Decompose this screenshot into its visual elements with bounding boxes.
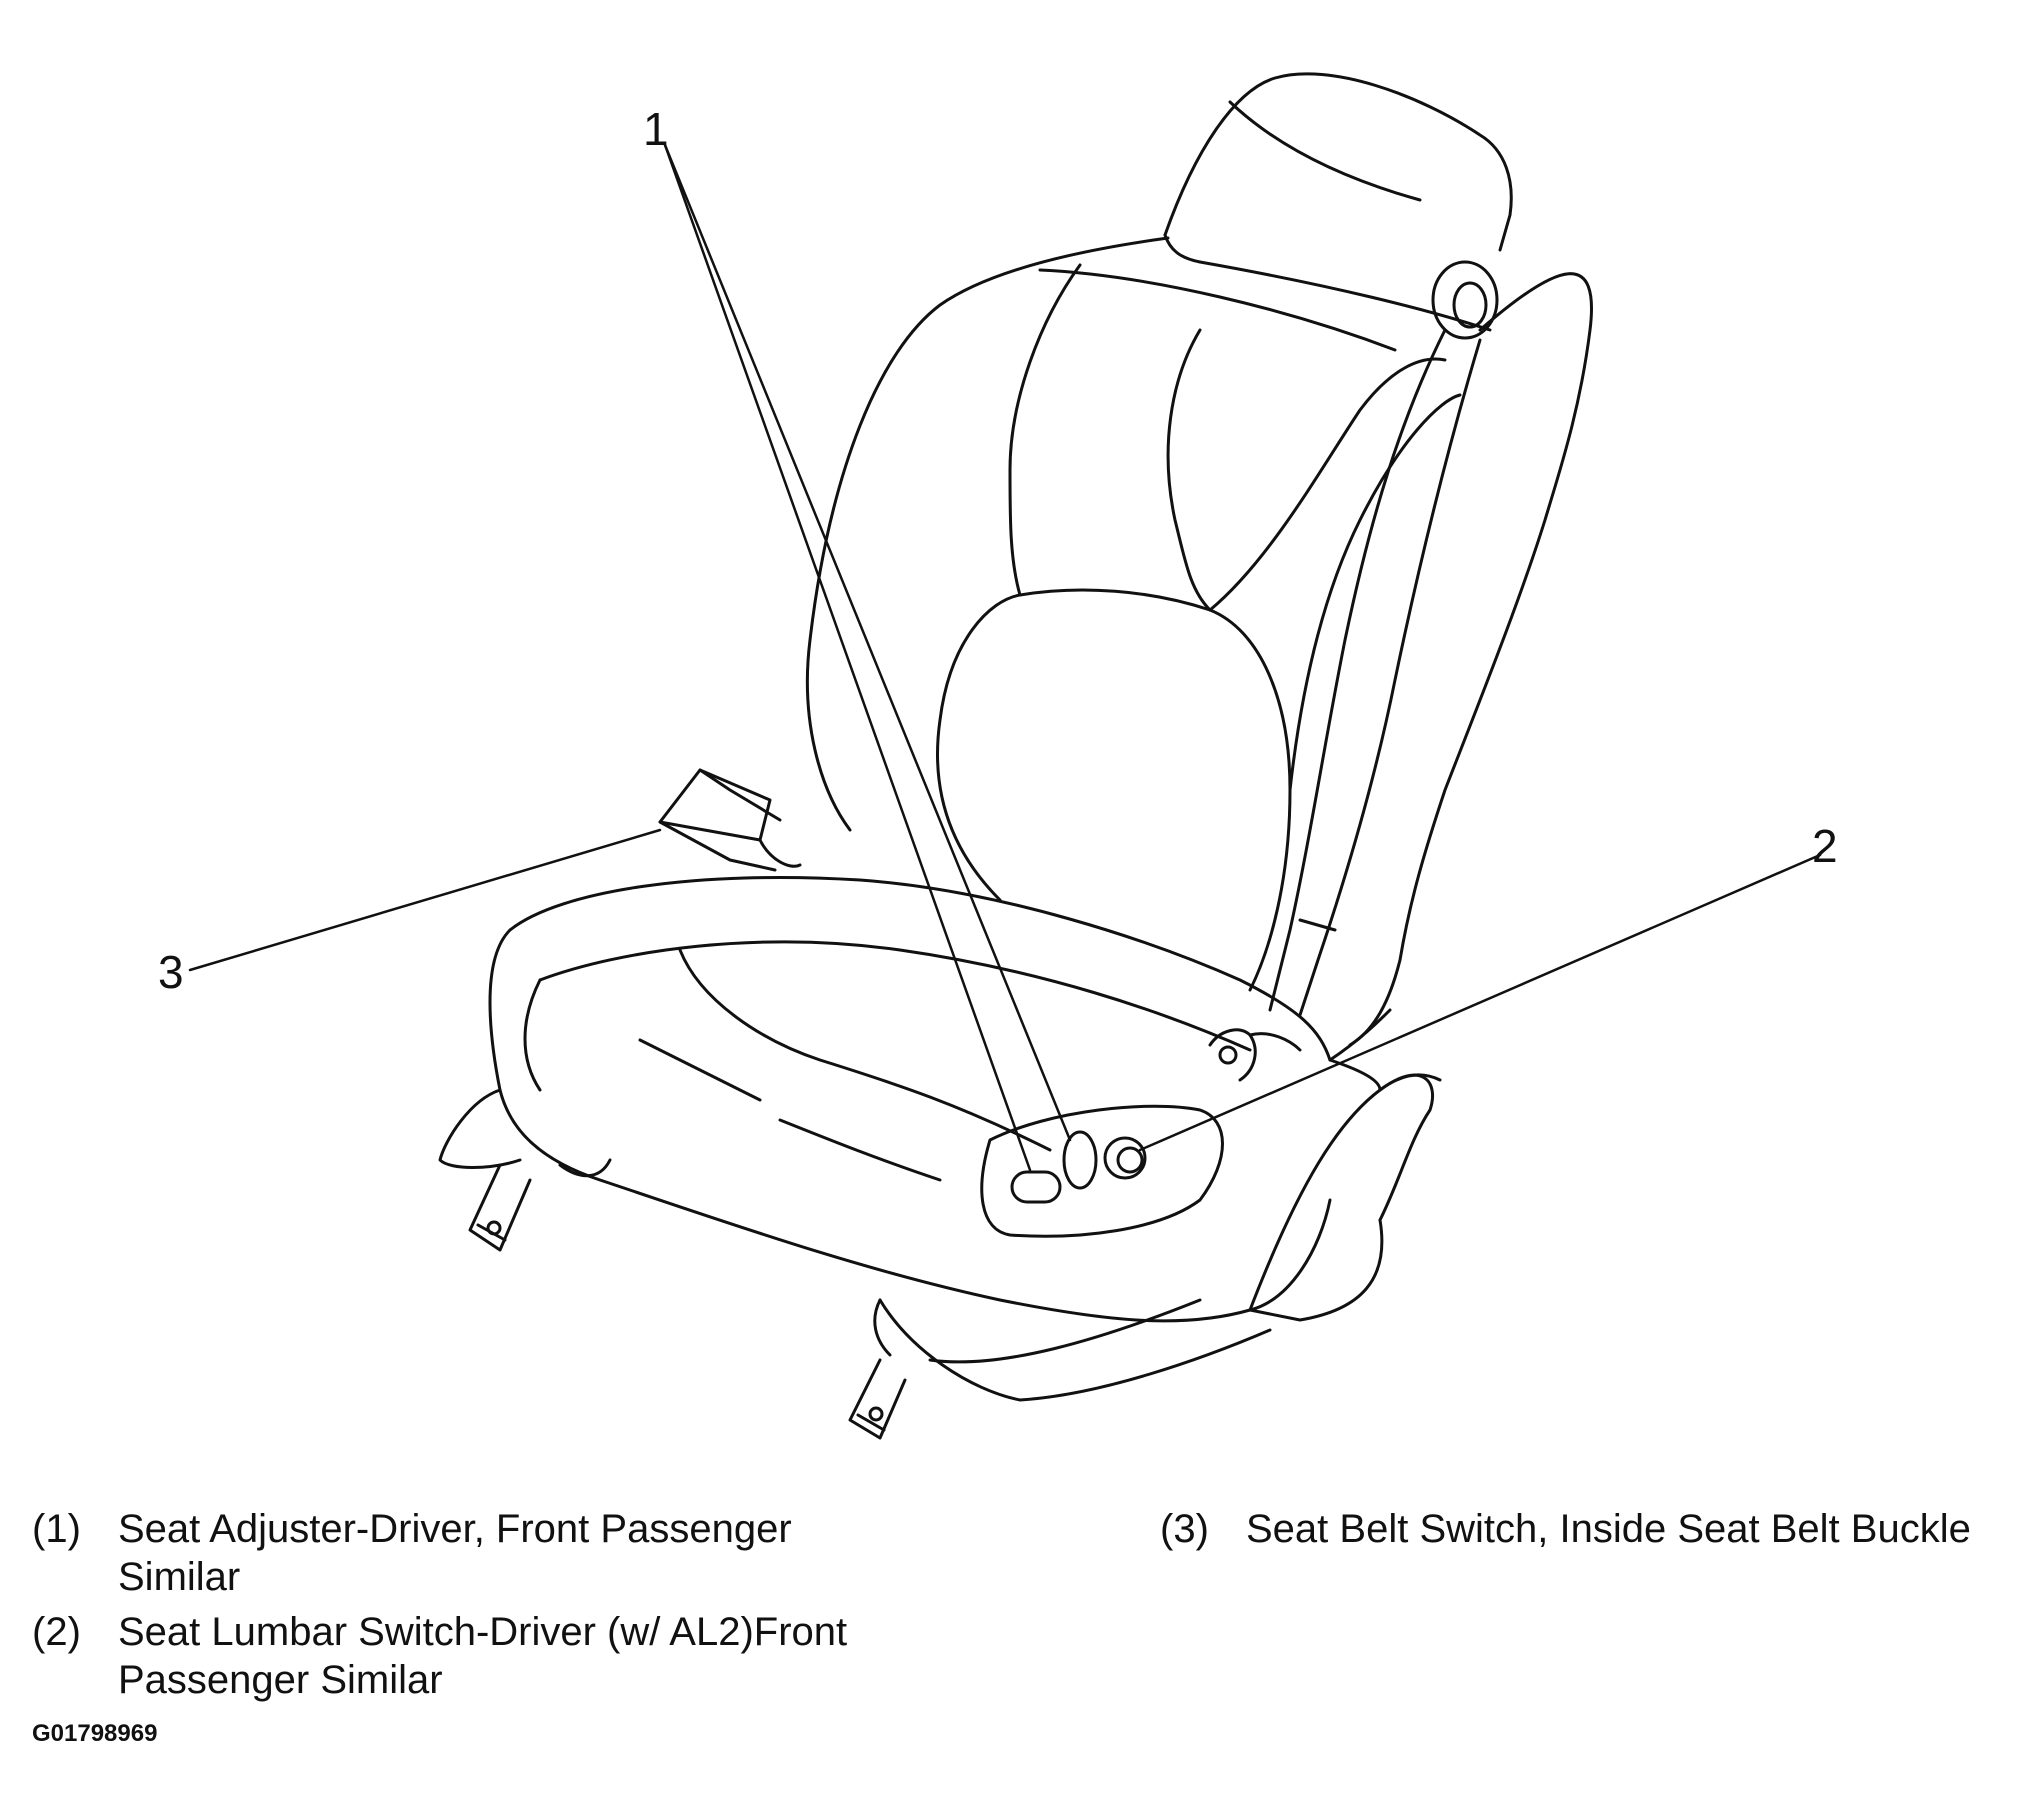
legend-item-3: (3) Seat Belt Switch, Inside Seat Belt B…: [1160, 1505, 2020, 1553]
legend-text: Seat Lumbar Switch-Driver (w/ AL2)Front …: [118, 1610, 848, 1702]
shoulder-belt: [1268, 260, 1499, 1017]
callout-1: 1: [643, 103, 669, 155]
leader-3: [188, 828, 662, 972]
lumbar-switch: [1103, 1136, 1147, 1180]
leader-1a: [663, 143, 1032, 1172]
legend-index: (2): [32, 1610, 81, 1654]
legend-text: Seat Belt Switch, Inside Seat Belt Buckl…: [1246, 1507, 1971, 1551]
seat-belt-buckle: [658, 768, 802, 872]
legend-index: (3): [1160, 1507, 1209, 1551]
callout-2: 2: [1812, 820, 1838, 872]
leader-1b: [663, 143, 1072, 1142]
headrest: [1163, 72, 1513, 264]
belt-anchor: [1208, 1028, 1302, 1082]
callout-3: 3: [158, 946, 184, 998]
legend-item-1: (1) Seat Adjuster-Driver, Front Passenge…: [32, 1505, 932, 1601]
figure-code: G01798969: [32, 1720, 158, 1747]
seat-back: [805, 236, 1593, 1047]
seat-rails: [438, 1058, 1382, 1440]
legend-text: Seat Adjuster-Driver, Front Passenger Si…: [118, 1507, 792, 1599]
legend-index: (1): [32, 1507, 81, 1551]
seat-cushion: [488, 875, 1332, 1323]
callout-leaders: [188, 143, 1822, 1172]
side-shield: [980, 1008, 1442, 1322]
leader-2: [1138, 853, 1822, 1152]
seat-adjuster-switch: [1010, 1130, 1098, 1204]
legend-item-2: (2) Seat Lumbar Switch-Driver (w/ AL2)Fr…: [32, 1608, 932, 1704]
